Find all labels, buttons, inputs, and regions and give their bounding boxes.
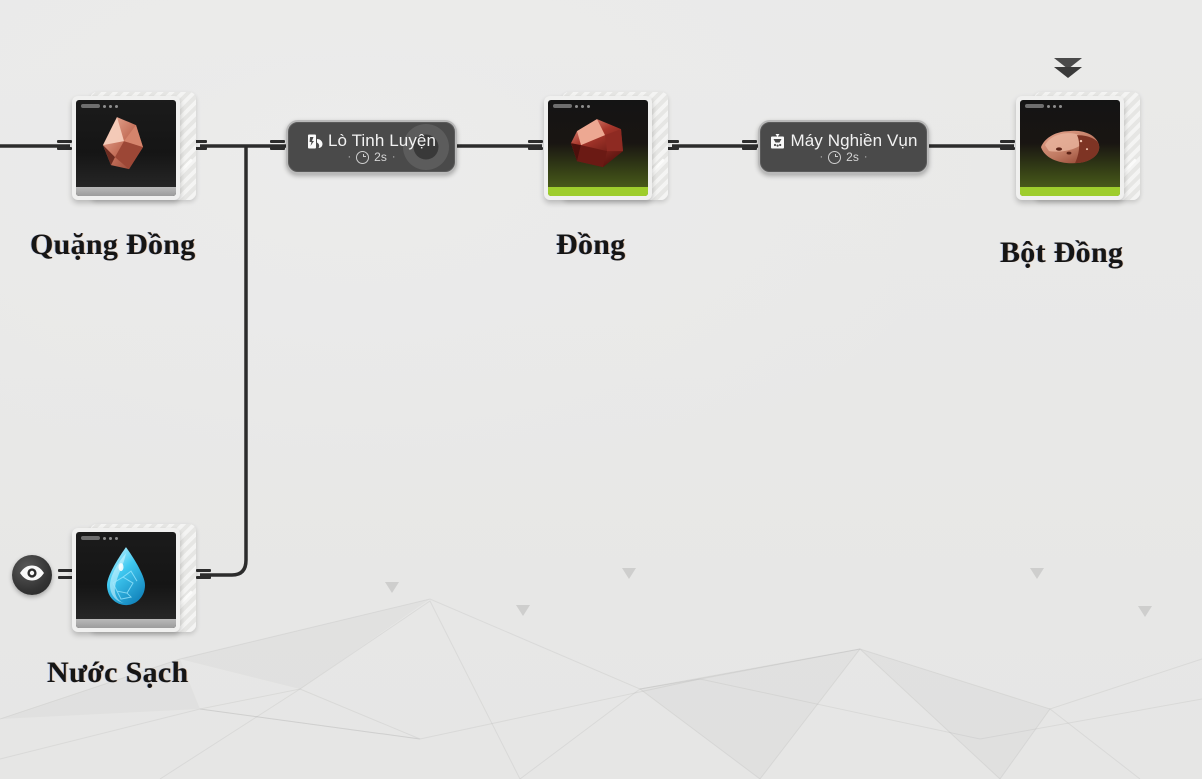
machine-node-lo-tinh-luyen[interactable]: Lò Tinh Luyện· 2s · — [286, 120, 457, 174]
copper-powder-sprite — [1035, 111, 1105, 182]
connection-port[interactable] — [270, 140, 285, 153]
meta-separator: · — [347, 150, 352, 163]
node-progress-bar — [76, 187, 176, 196]
decor-triangle — [1138, 606, 1152, 617]
machine-name: Lò Tinh Luyện — [327, 131, 437, 150]
node-titlebar — [81, 536, 118, 540]
node-screen — [76, 100, 176, 196]
node-screen — [1020, 100, 1120, 196]
item-node-dong[interactable] — [544, 92, 668, 202]
node-card[interactable] — [1016, 96, 1124, 200]
machine-meta: · 2s · — [347, 150, 395, 164]
node-screen — [76, 532, 176, 628]
connection-port[interactable] — [57, 140, 72, 153]
titlebar-dot — [587, 104, 590, 108]
node-titlebar — [81, 104, 118, 108]
node-progress-bar — [1020, 187, 1120, 196]
meta-separator: · — [819, 150, 824, 163]
double-chevron-down-icon — [1054, 67, 1082, 78]
machine-duration: 2s — [374, 150, 387, 164]
titlebar-dot — [1053, 104, 1056, 108]
titlebar-dot — [103, 104, 106, 108]
machine-meta: · 2s · — [819, 150, 867, 164]
decor-triangle — [516, 605, 530, 616]
water-droplet-sprite — [91, 543, 161, 614]
collapse-chevron[interactable] — [1054, 58, 1082, 78]
crusher-icon — [769, 133, 786, 150]
machine-header: Máy Nghiền Vụn — [769, 131, 917, 151]
clock-icon — [356, 150, 370, 164]
titlebar-pill — [81, 536, 100, 540]
wire-water-to-furnace — [212, 146, 248, 577]
visibility-toggle[interactable] — [12, 555, 52, 595]
furnace-icon — [307, 133, 324, 150]
connection-port[interactable] — [1000, 140, 1015, 153]
titlebar-dot — [115, 104, 118, 108]
node-progress-bar — [76, 619, 176, 628]
meta-separator: · — [391, 150, 396, 163]
titlebar-dot — [109, 536, 112, 540]
titlebar-dot — [575, 104, 578, 108]
decor-triangle — [1030, 568, 1044, 579]
titlebar-dot — [1059, 104, 1062, 108]
titlebar-pill — [553, 104, 572, 108]
item-label-dong: Đồng — [556, 228, 626, 261]
machine-header: Lò Tinh Luyện — [307, 131, 436, 151]
connection-port[interactable] — [58, 569, 73, 582]
node-titlebar — [1025, 104, 1062, 108]
item-node-nuoc-sach[interactable] — [72, 524, 196, 634]
titlebar-pill — [1025, 104, 1044, 108]
item-label-nuoc-sach: Nước Sạch — [47, 656, 189, 689]
node-screen — [548, 100, 648, 196]
node-titlebar — [553, 104, 590, 108]
double-chevron-down-icon — [1054, 58, 1082, 69]
decor-triangle — [622, 568, 636, 579]
item-node-bot-dong[interactable] — [1016, 92, 1140, 202]
titlebar-pill — [81, 104, 100, 108]
connection-port[interactable] — [528, 140, 543, 153]
machine-node-may-nghien-vun[interactable]: Máy Nghiền Vụn· 2s · — [758, 120, 929, 174]
node-card[interactable] — [544, 96, 652, 200]
titlebar-dot — [581, 104, 584, 108]
connection-port[interactable] — [742, 140, 757, 153]
copper-ore-sprite — [91, 111, 161, 182]
machine-name: Máy Nghiền Vụn — [790, 131, 918, 150]
connection-port[interactable] — [196, 569, 211, 582]
meta-separator: · — [863, 150, 868, 163]
decor-triangle — [385, 582, 399, 593]
titlebar-dot — [103, 536, 106, 540]
clock-icon — [828, 150, 842, 164]
node-card[interactable] — [72, 528, 180, 632]
machine-progress-core — [413, 134, 439, 160]
machine-progress-circle — [403, 124, 449, 170]
item-label-quang-dong: Quặng Đồng — [30, 228, 196, 261]
item-node-quang-dong[interactable] — [72, 92, 196, 202]
titlebar-dot — [1047, 104, 1050, 108]
node-progress-bar — [548, 187, 648, 196]
eye-icon — [19, 564, 45, 587]
titlebar-dot — [115, 536, 118, 540]
titlebar-dot — [109, 104, 112, 108]
item-label-bot-dong: Bột Đồng — [1000, 236, 1124, 269]
copper-ingot-sprite — [563, 111, 633, 182]
node-card[interactable] — [72, 96, 180, 200]
machine-duration: 2s — [846, 150, 859, 164]
